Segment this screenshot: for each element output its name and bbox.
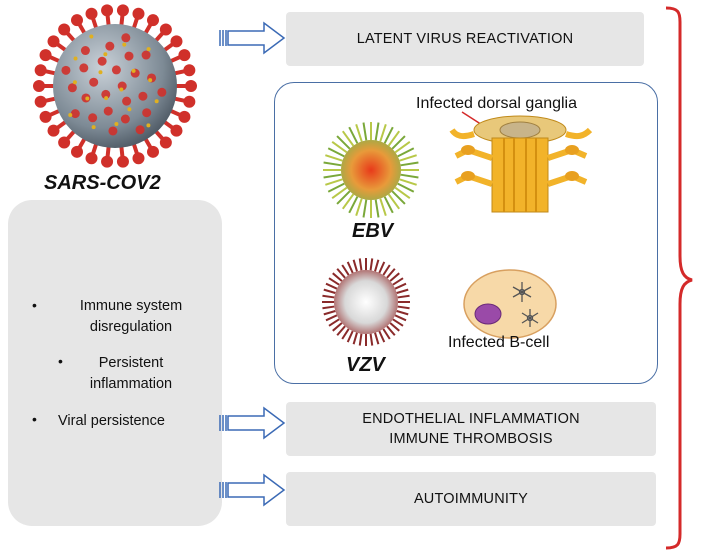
bullet-text-2b: inflammation <box>89 376 173 392</box>
ebv-virus-icon <box>323 122 419 218</box>
dorsal-ganglia-icon <box>449 111 593 213</box>
endothelial-line2: IMMUNE THROMBOSIS <box>389 431 553 447</box>
left-panel <box>8 200 222 526</box>
bullet-dot: • <box>32 411 37 427</box>
endothelial-line1: ENDOTHELIAL INFLAMMATION <box>362 411 580 427</box>
bullet-dot: • <box>32 297 37 313</box>
bullet-text-1a: Immune system <box>79 298 183 314</box>
bullet-text-1b: disregulation <box>89 319 173 335</box>
bullet-text-2a: Persistent <box>98 355 164 371</box>
sars-cov2-virus-icon <box>33 4 197 168</box>
arrow-right-icon <box>219 473 286 507</box>
right-bracket <box>665 6 693 550</box>
endothelial-box: ENDOTHELIAL INFLAMMATION IMMUNE THROMBOS… <box>286 402 656 456</box>
bcell-label: Infected B-cell <box>448 334 550 351</box>
arrow-right-icon <box>219 406 286 440</box>
ebv-label: EBV <box>352 220 394 242</box>
bullet-dot: • <box>58 353 63 369</box>
arrow-right-icon <box>219 21 286 55</box>
autoimmunity-box: AUTOIMMUNITY <box>286 472 656 526</box>
latent-reactivation-box: LATENT VIRUS REACTIVATION <box>286 12 644 66</box>
infected-bcell-icon <box>463 269 557 339</box>
vzv-virus-icon <box>322 258 410 346</box>
autoimmunity-text: AUTOIMMUNITY <box>413 491 529 507</box>
vzv-label: VZV <box>346 354 385 376</box>
bullet-text-3: Viral persistence <box>58 413 165 429</box>
latent-reactivation-text: LATENT VIRUS REACTIVATION <box>356 31 574 47</box>
ganglia-label: Infected dorsal ganglia <box>416 95 577 112</box>
sars-cov2-label: SARS-COV2 <box>44 172 161 194</box>
